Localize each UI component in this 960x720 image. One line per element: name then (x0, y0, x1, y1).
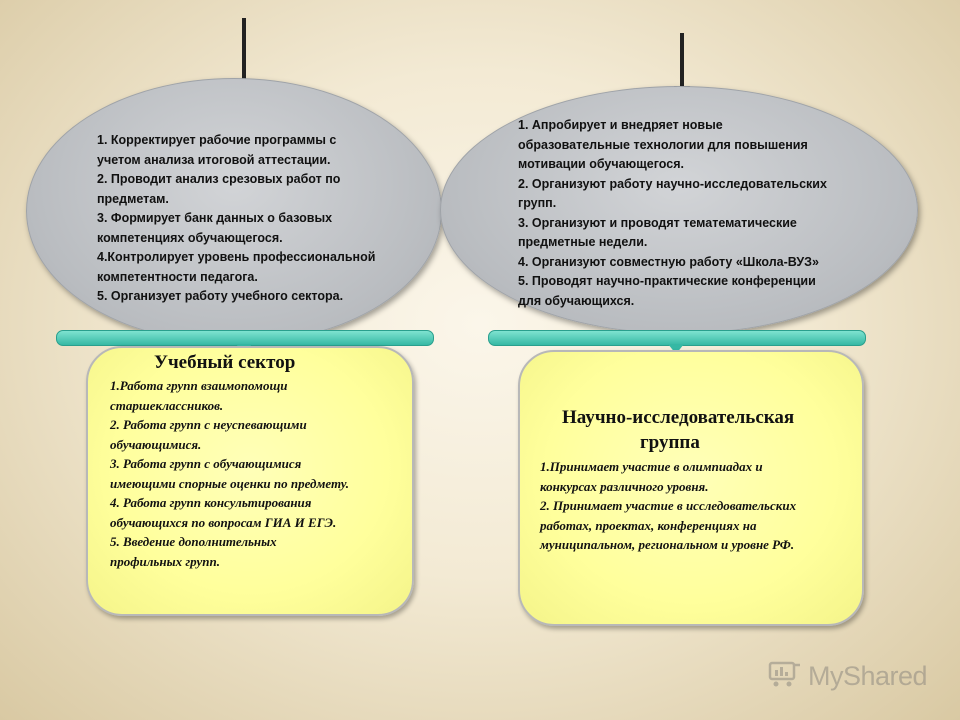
list-item: 2. Организуют работу научно-исследовател… (518, 176, 827, 191)
list-item: 1. Корректирует рабочие программы с (97, 133, 337, 147)
list-item: 5. Проводят научно-практические конферен… (518, 274, 816, 288)
right-brace-tip (668, 344, 684, 354)
list-item: 4. Работа групп консультирования (110, 495, 312, 510)
right-ellipse-text: 1. Апробирует и внедряет новые образоват… (518, 116, 827, 311)
right-box-title-line2: группа (640, 432, 700, 453)
left-box (86, 346, 414, 616)
right-box-text: 1.Принимает участие в олимпиадах и конку… (540, 457, 796, 555)
list-item: имеющими спорные оценки по предмету. (110, 475, 349, 491)
list-item: 2. Принимает участие в исследовательских (540, 498, 797, 513)
list-item: предметные недели. (518, 235, 648, 249)
right-box-title-line1: Научно-исследовательская (562, 407, 795, 428)
list-item: 2. Работа групп с неуспевающими (110, 417, 307, 432)
list-item: 1. Апробирует и внедряет новые (518, 118, 723, 132)
list-item: 5. Организует работу учебного сектора. (97, 289, 344, 303)
list-item: работах, проектах, конференциях на (540, 517, 757, 533)
left-box-title: Учебный сектор (154, 352, 296, 373)
left-ellipse-text: 1. Корректирует рабочие программы с учет… (97, 131, 375, 307)
list-item: мотивации обучающегося. (518, 157, 684, 171)
list-item: 2. Проводит анализ срезовых работ по (97, 172, 341, 186)
list-item: 4.Контролирует уровень профессиональной (97, 250, 376, 264)
list-item: муниципальном, региональном и уровне РФ. (540, 537, 795, 552)
list-item: предметам. (97, 191, 169, 206)
list-item: 3. Формирует банк данных о базовых (97, 211, 333, 225)
list-item: образовательные технологии для повышения (518, 137, 808, 152)
list-item: компетенциях обучающегося. (97, 230, 283, 245)
list-item: 4. Организуют совместную работу «Школа-В… (518, 254, 819, 269)
list-item: профильных групп. (110, 553, 220, 569)
list-item: 3. Организуют и проводят тематематически… (518, 215, 797, 230)
list-item: 1.Работа групп взаимопомощи (110, 378, 288, 393)
list-item: обучающимися. (110, 436, 202, 452)
list-item: групп. (518, 196, 557, 210)
left-ellipse (26, 78, 442, 344)
list-item: обучающихся по вопросам ГИА И ЕГЭ. (110, 514, 337, 530)
right-box (518, 350, 864, 626)
list-item: 1.Принимает участие в олимпиадах и (540, 459, 763, 474)
chart-cart-icon (768, 660, 802, 693)
list-item: компетентности педагога. (97, 269, 258, 284)
watermark-text: MyShared (808, 661, 928, 691)
list-item: старшеклассников. (110, 397, 224, 413)
list-item: для обучающихся. (518, 293, 635, 308)
list-item: 3. Работа групп с обучающимися (110, 456, 302, 471)
list-item: 5. Введение дополнительных (110, 534, 277, 549)
watermark-logo: MyShared (768, 660, 928, 693)
left-box-text: 1.Работа групп взаимопомощи старшеклассн… (110, 376, 349, 571)
list-item: учетом анализа итоговой аттестации. (97, 152, 331, 167)
list-item: конкурсах различного уровня. (540, 478, 709, 494)
arrow-down-right (674, 33, 690, 98)
